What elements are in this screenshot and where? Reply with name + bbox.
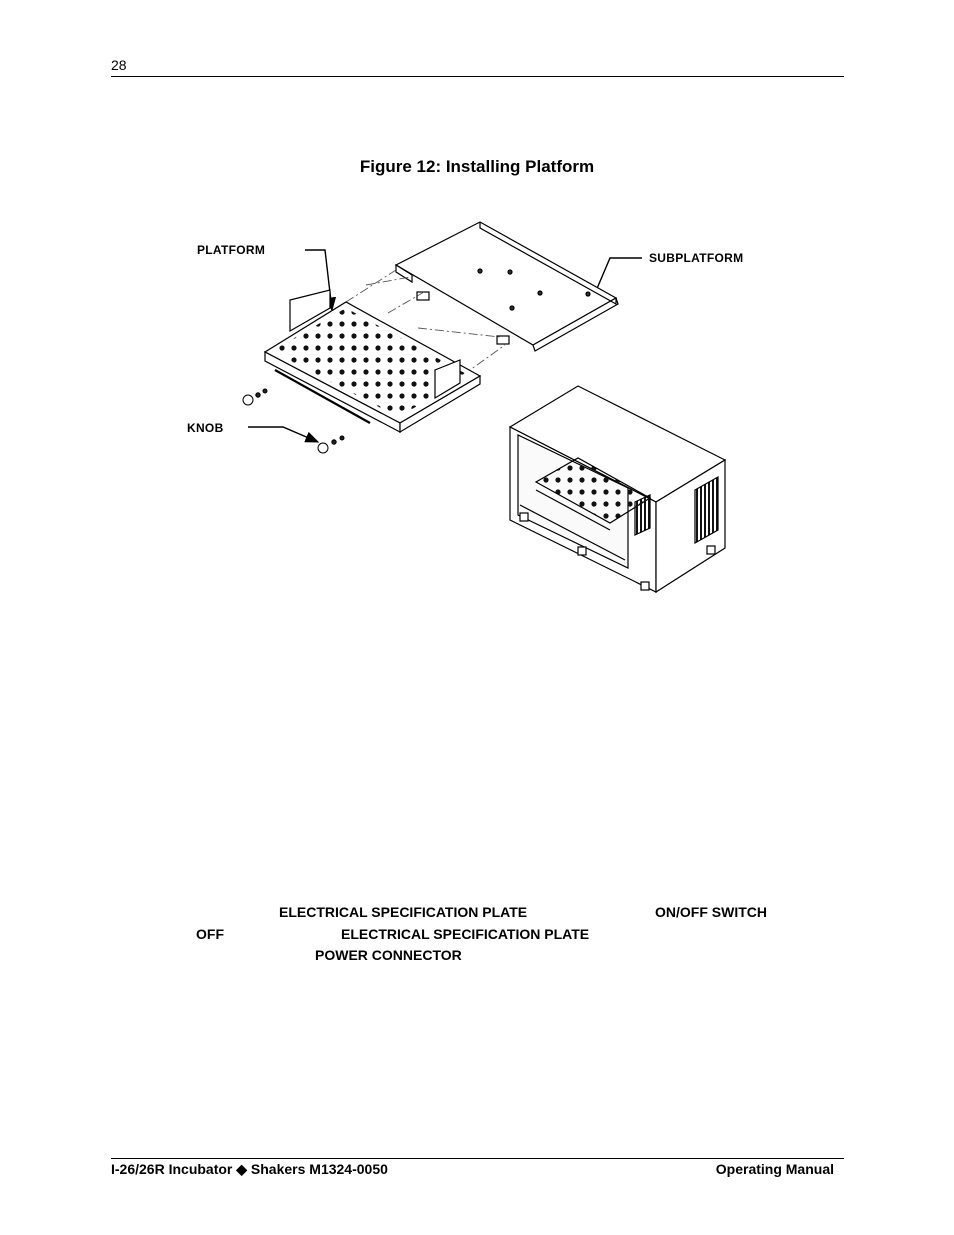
platform-installation-drawing [180,210,740,600]
page-number: 28 [111,57,127,73]
header-rule [111,76,844,77]
text-on-off-switch: ON/OFF SWITCH [655,904,767,920]
text-electrical-specification-plate-2: ELECTRICAL SPECIFICATION PLATE [341,926,590,942]
footer-rule [111,1158,844,1159]
callout-knob: KNOB [187,421,224,435]
knob-assembly [242,388,345,454]
footer-document-id: I-26/26R Incubator ◆ Shakers M1324-0050 [111,1161,388,1177]
incubator-cabinet [508,385,727,594]
figure-title: Figure 12: Installing Platform [359,157,595,176]
text-off: OFF [196,926,224,942]
subplatform-tray [394,221,619,352]
perforated-platform [263,289,482,434]
callout-platform: PLATFORM [197,243,266,257]
footer-manual-title: Operating Manual [715,1161,834,1177]
callout-subplatform: SUBPLATFORM [649,251,744,265]
text-power-connector: POWER CONNECTOR [315,947,462,963]
text-electrical-specification-plate: ELECTRICAL SPECIFICATION PLATE [279,904,528,920]
knob-leader [248,426,320,443]
